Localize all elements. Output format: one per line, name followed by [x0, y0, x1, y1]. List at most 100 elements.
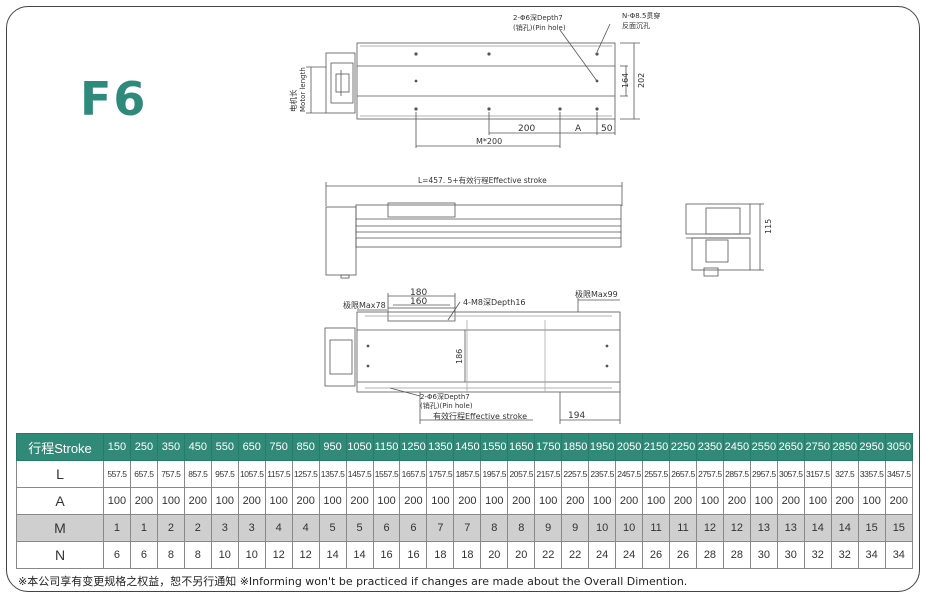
table-cell: 2250 [669, 433, 697, 461]
table-cell: 6 [372, 514, 401, 542]
page-frame [6, 6, 920, 592]
table-cell: 26 [669, 541, 697, 569]
table-cell: 557.5 [103, 460, 131, 488]
through-hole-note2: 反面沉孔 [622, 21, 650, 30]
table-cell: 850 [291, 433, 320, 461]
table-cell: 1250 [399, 433, 428, 461]
table-cell: 100 [534, 487, 563, 515]
table-cell: 100 [264, 487, 293, 515]
table-cell: 200 [129, 487, 158, 515]
table-cell: 32 [830, 541, 859, 569]
table-cell: 2457.5 [615, 460, 644, 488]
table-cell: 15 [884, 514, 914, 542]
top-view-labels: 2-Φ6深Depth7 (销孔)(Pin hole) N-Φ8.5贯穿 反面沉孔… [288, 11, 660, 146]
table-cell: 3457.5 [884, 460, 914, 488]
table-cell: 200 [507, 487, 536, 515]
dim-186: 186 [455, 349, 464, 364]
table-cell: 200 [669, 487, 697, 515]
table-cell: 350 [156, 433, 185, 461]
bottom-motor [324, 327, 356, 387]
table-cell: 14 [318, 541, 347, 569]
motor-block [325, 52, 356, 114]
table-cell: 24 [615, 541, 644, 569]
table-cell: 2650 [776, 433, 805, 461]
table-cell: 1350 [426, 433, 455, 461]
table-cell: 100 [372, 487, 401, 515]
table-cell: 200 [830, 487, 859, 515]
table-cell: 10 [588, 514, 617, 542]
table-cell: 6 [129, 541, 158, 569]
table-cell: 6 [399, 514, 428, 542]
table-cell: 1557.5 [372, 460, 401, 488]
table-cell: 5 [345, 514, 374, 542]
table-cell: 12 [695, 514, 724, 542]
table-cell: 14 [830, 514, 859, 542]
table-cell: 34 [857, 541, 886, 569]
end-top-block [685, 203, 751, 235]
pin-hole-note2-bottom: (销孔)(Pin hole) [420, 401, 473, 410]
table-cell: 100 [642, 487, 671, 515]
table-cell: 650 [237, 433, 266, 461]
table-cell: 2257.5 [561, 460, 590, 488]
table-cell: 2750 [803, 433, 832, 461]
table-cell: 3050 [884, 433, 914, 461]
table-cell: 26 [642, 541, 671, 569]
dim-160: 160 [410, 297, 427, 307]
table-cell: 1450 [453, 433, 482, 461]
table-cell: 657.5 [129, 460, 158, 488]
table-cell: 200 [884, 487, 914, 515]
table-cell: 100 [749, 487, 778, 515]
limit-right: 极限Max99 [575, 289, 618, 299]
table-cell: 5 [318, 514, 347, 542]
table-cell: 1157.5 [264, 460, 293, 488]
table-cell: 1950 [588, 433, 617, 461]
footer-note: ※本公司享有变更规格之权益，恕不另行通知 ※Informing won't be… [18, 575, 688, 588]
table-cell: 2157.5 [534, 460, 563, 488]
side-view [325, 182, 623, 279]
table-cell: 3 [237, 514, 266, 542]
table-cell: 200 [776, 487, 805, 515]
table-cell: 2757.5 [695, 460, 724, 488]
table-cell: 16 [399, 541, 428, 569]
table-cell: 20 [507, 541, 536, 569]
effective-stroke-label: 有效行程Effective stroke [433, 411, 527, 421]
table-cell: 100 [588, 487, 617, 515]
table-cell: 24 [588, 541, 617, 569]
table-cell: 2357.5 [588, 460, 617, 488]
table-cell: 9 [534, 514, 563, 542]
row-label: A [16, 487, 104, 515]
table-cell: 3 [210, 514, 239, 542]
model-title: F6 [80, 72, 148, 126]
table-cell: 11 [642, 514, 671, 542]
table-cell: 200 [615, 487, 644, 515]
table-cell: 4 [264, 514, 293, 542]
row-label: L [16, 460, 104, 488]
table-cell: 757.5 [156, 460, 185, 488]
table-cell: 34 [884, 541, 914, 569]
bottom-body [356, 311, 621, 393]
table-cell: 200 [722, 487, 751, 515]
motor-inner [330, 62, 354, 104]
dim-115: 115 [764, 219, 773, 234]
table-cell: 10 [210, 541, 239, 569]
end-view [685, 203, 764, 277]
table-cell: 100 [156, 487, 185, 515]
table-cell: 1657.5 [399, 460, 428, 488]
pin-hole-note2-top: (销孔)(Pin hole) [513, 23, 566, 32]
dim-194: 194 [568, 411, 585, 421]
table-cell: 18 [426, 541, 455, 569]
table-cell: 100 [318, 487, 347, 515]
table-cell: 1257.5 [291, 460, 320, 488]
row-label: M [16, 514, 104, 542]
top-body [356, 42, 616, 120]
table-cell: 9 [561, 514, 590, 542]
table-cell: 200 [399, 487, 428, 515]
table-cell: 18 [453, 541, 482, 569]
table-cell: 100 [480, 487, 509, 515]
table-cell: 6 [103, 541, 131, 569]
table-cell: 8 [480, 514, 509, 542]
row-label: N [16, 541, 104, 569]
table-cell: 15 [857, 514, 886, 542]
